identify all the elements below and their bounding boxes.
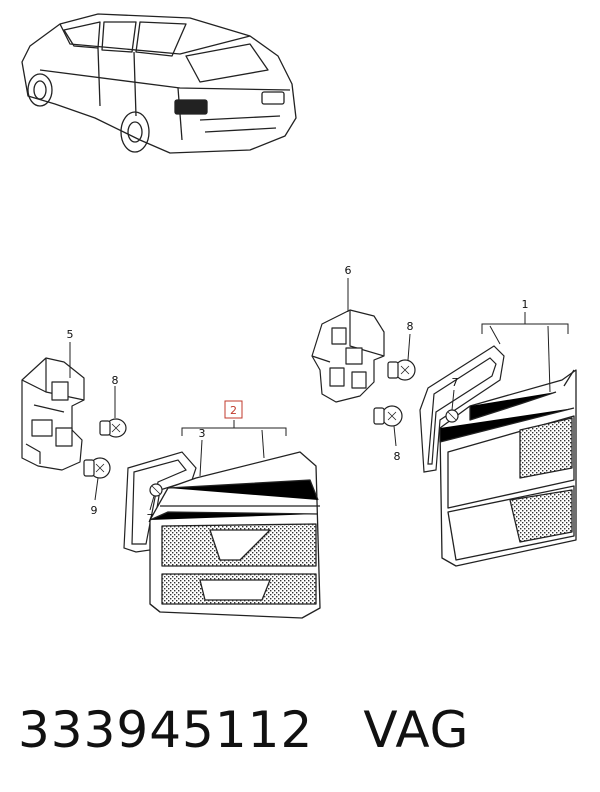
callout-7-right: 7	[452, 376, 459, 389]
part-6-bulb-holder-bracket	[311, 309, 385, 403]
callout-6: 6	[345, 264, 352, 277]
callout-8-left: 8	[112, 374, 119, 387]
callout-8-upper-right: 8	[407, 320, 414, 333]
bulb-7-right	[445, 409, 459, 423]
parts-diagram: 1 2 3 5 6 7 7 8 8 8 9	[21, 13, 577, 619]
bulb-8-upper-right	[387, 359, 416, 381]
bulb-9	[83, 457, 111, 479]
leader-lines	[69, 278, 569, 511]
part-number: 333945112	[18, 701, 314, 759]
station-wagon-illustration	[21, 13, 297, 154]
callout-5: 5	[67, 328, 74, 341]
bulb-8-lower-right	[373, 405, 403, 427]
callout-7-left: 7	[147, 512, 154, 525]
part-1-gasket	[419, 345, 505, 473]
part-2-tail-lamp-left	[149, 451, 321, 619]
part-info-footer: 333945112 VAG	[18, 690, 469, 770]
callout-1: 1	[522, 298, 529, 311]
brand-name: VAG	[363, 701, 470, 759]
bulb-8-left	[99, 418, 127, 438]
callout-2-highlight-box	[224, 400, 243, 419]
callout-9: 9	[91, 504, 98, 517]
callout-2: 2	[230, 404, 237, 417]
part-5-bulb-holder-bracket	[21, 357, 85, 471]
bulb-7-left	[149, 483, 163, 497]
callout-3: 3	[199, 427, 206, 440]
part-1-tail-lamp-right	[439, 369, 577, 567]
callout-8-lower-right: 8	[394, 450, 401, 463]
